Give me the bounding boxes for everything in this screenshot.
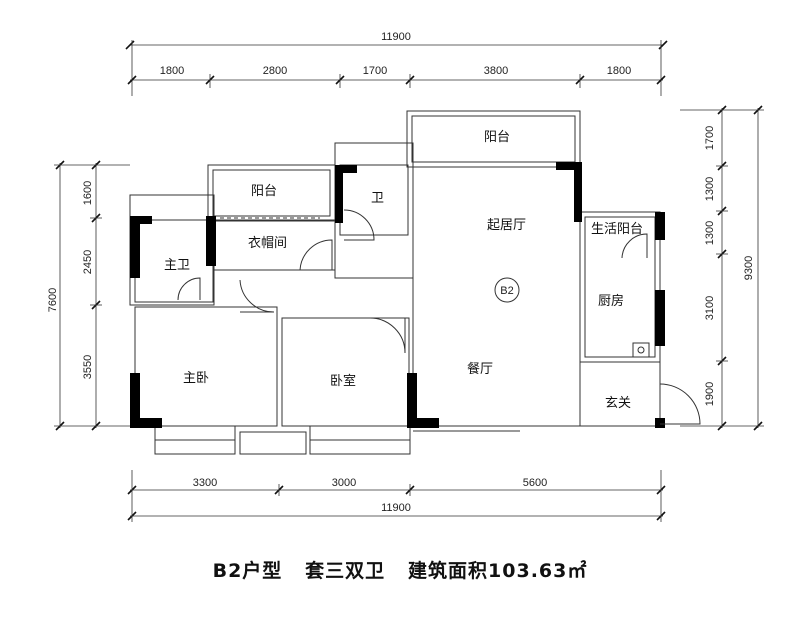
- unit-badge: B2: [494, 277, 520, 303]
- top-dimension-3: 1700: [363, 65, 387, 77]
- right-outer-dimension: 9300: [743, 256, 755, 280]
- room-label-dining-room: 餐厅: [467, 361, 493, 377]
- plan-caption: B2户型 套三双卫 建筑面积103.63㎡: [0, 556, 800, 583]
- left-dimension-lines: [54, 160, 130, 431]
- room-label-service-balcony: 生活阳台: [591, 222, 643, 237]
- bottom-dimension-1: 3300: [193, 477, 217, 489]
- room-label-entrance: 玄关: [605, 396, 631, 411]
- unit-badge-label: B2: [500, 285, 513, 297]
- walls-structural: [130, 162, 665, 428]
- left-dimension-3: 3550: [82, 355, 94, 379]
- right-dimension-5: 1900: [704, 382, 716, 406]
- right-dimension-4: 3100: [704, 296, 716, 320]
- room-label-balcony-top: 阳台: [484, 130, 510, 145]
- room-label-master-bath: 主卫: [164, 258, 190, 273]
- room-label-cloakroom: 衣帽间: [248, 235, 287, 251]
- left-dimension-1: 1600: [82, 181, 94, 205]
- left-outer-dimension: 7600: [47, 288, 59, 312]
- caption-area: 建筑面积103.63㎡: [408, 560, 588, 582]
- bottom-dimension-2: 3000: [332, 477, 356, 489]
- room-label-small-bath: 卫: [371, 191, 384, 206]
- top-total-dimension: 11900: [381, 31, 411, 43]
- bottom-total-dimension: 11900: [381, 502, 411, 514]
- right-dimension-1: 1700: [704, 126, 716, 150]
- caption-unit-type: B2户型: [212, 560, 283, 582]
- right-dimension-3: 1300: [704, 221, 716, 245]
- room-label-balcony-left: 阳台: [251, 184, 277, 199]
- right-dimension-lines: [680, 105, 764, 431]
- room-label-living-room: 起居厅: [487, 218, 526, 233]
- top-dimension-lines: [125, 40, 668, 96]
- doors: [177, 209, 701, 425]
- top-dimension-2: 2800: [263, 65, 287, 77]
- bottom-dimension-3: 5600: [523, 477, 547, 489]
- room-label-bedroom: 卧室: [330, 373, 356, 389]
- bottom-dimension-lines: [127, 470, 666, 522]
- walls-outline: [129, 110, 661, 455]
- room-label-kitchen: 厨房: [598, 293, 624, 309]
- caption-layout: 套三双卫: [305, 560, 386, 582]
- right-dimension-2: 1300: [704, 177, 716, 201]
- room-label-master-bedroom: 主卧: [183, 371, 209, 386]
- top-dimension-1: 1800: [160, 65, 184, 77]
- top-dimension-4: 3800: [484, 65, 508, 77]
- top-dimension-5: 1800: [607, 65, 631, 77]
- left-dimension-2: 2450: [82, 250, 94, 274]
